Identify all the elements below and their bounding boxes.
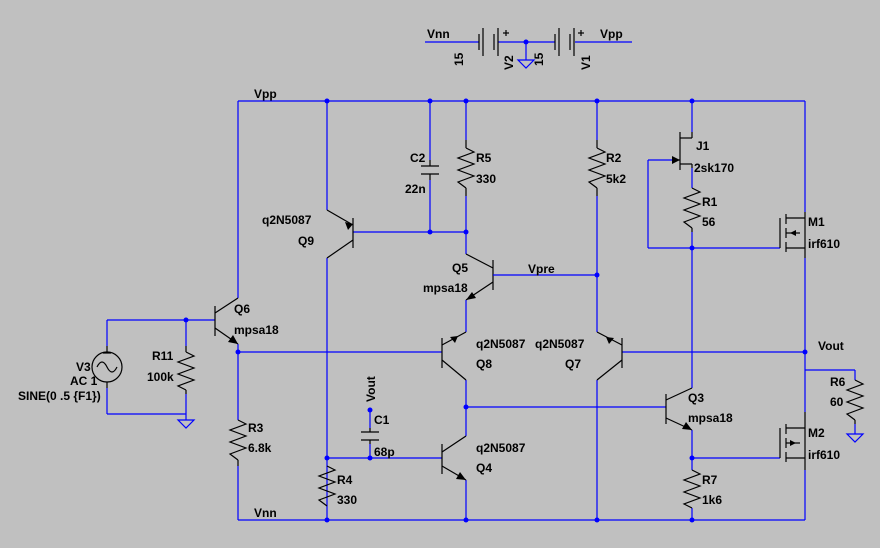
r7-value[interactable]: 1k6 [702, 493, 722, 507]
net-label-vnn-source[interactable]: Vnn [427, 27, 450, 41]
net-label-vpp-source[interactable]: Vpp [600, 27, 623, 41]
r4-name[interactable]: R4 [337, 473, 353, 487]
q4-model[interactable]: q2N5087 [476, 441, 526, 455]
v2-value[interactable]: 15 [452, 52, 466, 66]
r2-value[interactable]: 5k2 [606, 172, 626, 186]
net-label-vpp-rail[interactable]: Vpp [254, 87, 277, 101]
v1-value[interactable]: 15 [532, 52, 546, 66]
net-label-vout-c1[interactable]: Vout [364, 376, 378, 402]
r1-resistor[interactable] [682, 187, 702, 232]
c1-branch-wiring [367, 407, 373, 461]
c1-name[interactable]: C1 [374, 413, 390, 427]
q3-model[interactable]: mpsa18 [688, 411, 733, 425]
net-label-vnn-rail[interactable]: Vnn [254, 506, 277, 520]
q5-npn-transistor[interactable] [465, 253, 494, 301]
m2-mosfet[interactable] [779, 412, 806, 470]
v2-name[interactable]: V2 [502, 55, 516, 70]
q9-model[interactable]: q2N5087 [262, 213, 312, 227]
v3-sine-source[interactable] [91, 346, 123, 388]
q8-model[interactable]: q2N5087 [476, 337, 526, 351]
r11-resistor[interactable] [176, 346, 196, 394]
r7-name[interactable]: R7 [702, 473, 718, 487]
v1-name[interactable]: V1 [579, 55, 593, 70]
q6-npn-transistor[interactable] [214, 297, 239, 345]
q3-npn-transistor[interactable] [665, 387, 693, 431]
r6-value[interactable]: 60 [830, 395, 844, 409]
net-label-vout-right[interactable]: Vout [818, 339, 844, 353]
q5-name[interactable]: Q5 [452, 261, 468, 275]
r3-resistor[interactable] [228, 419, 248, 466]
j1-jfet[interactable] [672, 132, 693, 170]
c2-capacitor[interactable] [421, 160, 439, 180]
r6-name[interactable]: R6 [830, 375, 846, 389]
q4-npn-transistor[interactable] [441, 435, 467, 481]
q9-name[interactable]: Q9 [298, 234, 314, 248]
r5-name[interactable]: R5 [476, 151, 492, 165]
r5-resistor[interactable] [456, 140, 476, 196]
net-label-vpre[interactable]: Vpre [528, 262, 555, 276]
q7-pnp-transistor[interactable] [596, 331, 623, 381]
q8-name[interactable]: Q8 [476, 357, 492, 371]
r1-value[interactable]: 56 [702, 215, 716, 229]
v2-battery[interactable] [478, 28, 509, 56]
q4-name[interactable]: Q4 [476, 461, 492, 475]
r7-resistor[interactable] [682, 469, 702, 509]
j1-model[interactable]: 2sk170 [694, 161, 734, 175]
m1-mosfet[interactable] [779, 212, 806, 258]
v3-ac[interactable]: AC 1 [70, 374, 98, 388]
ground-icon [845, 433, 865, 443]
q9-branch-wiring [324, 101, 469, 520]
v1-battery[interactable] [554, 28, 584, 56]
r2-name[interactable]: R2 [606, 151, 622, 165]
q7-name[interactable]: Q7 [565, 357, 581, 371]
r6-resistor[interactable] [845, 379, 865, 424]
supply-sources [425, 28, 632, 69]
ground-icon [176, 419, 196, 429]
q3-name[interactable]: Q3 [688, 391, 704, 405]
r4-resistor[interactable] [317, 465, 337, 507]
r1-name[interactable]: R1 [702, 195, 718, 209]
input-wiring [106, 101, 442, 520]
v3-name[interactable]: V3 [76, 360, 91, 374]
q5-model[interactable]: mpsa18 [423, 281, 468, 295]
r3-value[interactable]: 6.8k [248, 441, 272, 455]
m2-name[interactable]: M2 [808, 426, 825, 440]
j1-name[interactable]: J1 [696, 139, 710, 153]
r11-name[interactable]: R11 [152, 349, 174, 363]
r2-resistor[interactable] [587, 140, 607, 196]
m2-model[interactable]: irf610 [808, 448, 840, 462]
ground-icon [516, 59, 536, 69]
r5-value[interactable]: 330 [476, 172, 496, 186]
v3-sine[interactable]: SINE(0 .5 {F1}) [18, 389, 101, 403]
q6-name[interactable]: Q6 [234, 302, 250, 316]
q9-pnp-transistor[interactable] [326, 209, 354, 259]
c2-name[interactable]: C2 [410, 151, 426, 165]
r4-value[interactable]: 330 [337, 493, 357, 507]
c1-value[interactable]: 68p [374, 445, 395, 459]
m1-model[interactable]: irf610 [808, 237, 840, 251]
c1-capacitor[interactable] [361, 428, 379, 444]
r3-name[interactable]: R3 [248, 421, 264, 435]
c2-value[interactable]: 22n [405, 182, 426, 196]
output-wiring [647, 101, 856, 520]
diff-pair-wiring [463, 101, 805, 520]
supply-rails [238, 98, 805, 523]
q7-model[interactable]: q2N5087 [535, 337, 585, 351]
m1-name[interactable]: M1 [808, 215, 825, 229]
q6-model[interactable]: mpsa18 [234, 323, 279, 337]
q8-pnp-transistor[interactable] [441, 331, 467, 381]
r11-value[interactable]: 100k [147, 370, 174, 384]
